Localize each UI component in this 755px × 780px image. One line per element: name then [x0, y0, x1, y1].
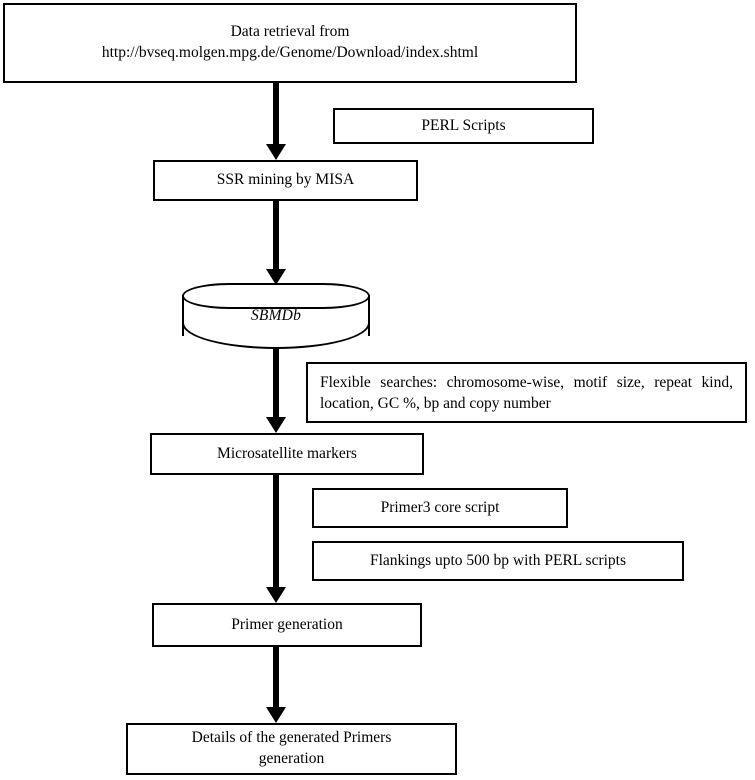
arrow-head	[266, 144, 286, 160]
arrow-head	[266, 269, 286, 285]
node-primer-generation: Primer generation	[152, 603, 422, 647]
arrow-shaft	[273, 83, 279, 144]
edge-ssr-mining-to-sbmdb	[256, 201, 296, 285]
arrow-head	[266, 417, 286, 433]
node-data-retrieval-line1: Data retrieval from	[230, 23, 350, 41]
node-ssr-mining: SSR mining by MISA	[153, 160, 418, 201]
node-data-retrieval-line2: http://bvseq.molgen.mpg.de/Genome/Downlo…	[101, 44, 479, 61]
arrow-shaft	[273, 201, 279, 269]
node-primer-details: Details of the generated Primers generat…	[126, 723, 457, 775]
arrow-shaft	[273, 475, 279, 587]
node-flankings: Flankings upto 500 bp with PERL scripts	[312, 541, 684, 581]
arrow-head	[266, 707, 286, 723]
edge-data-retrieval-to-ssr-mining	[256, 83, 296, 160]
node-sbmdb-label: SBMDb	[250, 307, 302, 324]
cylinder-top	[182, 283, 370, 309]
node-primer-details-line2: generation	[258, 750, 325, 767]
arrow-shaft	[273, 647, 279, 707]
node-microsatellite-markers: Microsatellite markers	[150, 433, 424, 475]
node-sbmdb-database: SBMDb	[182, 283, 370, 349]
arrow-shaft	[273, 349, 279, 417]
edge-microsatellite-markers-to-primer-generation	[256, 475, 296, 603]
node-flexible-searches-label: Flexible searches: chromosome-wise, moti…	[320, 374, 733, 412]
node-perl-scripts-label: PERL Scripts	[421, 116, 506, 134]
node-primer3-core-script: Primer3 core script	[312, 488, 568, 528]
edge-primer-generation-to-primer-details	[256, 647, 296, 723]
node-primer-generation-label: Primer generation	[231, 615, 343, 633]
node-flankings-label: Flankings upto 500 bp with PERL scripts	[369, 551, 627, 569]
node-data-retrieval: Data retrieval from http://bvseq.molgen.…	[3, 3, 577, 83]
node-ssr-mining-label: SSR mining by MISA	[216, 171, 355, 189]
node-perl-scripts: PERL Scripts	[333, 108, 594, 144]
node-microsatellite-markers-label: Microsatellite markers	[217, 444, 357, 462]
node-flexible-searches: Flexible searches: chromosome-wise, moti…	[306, 362, 747, 423]
node-primer-details-line1: Details of the generated Primers	[191, 729, 392, 747]
arrow-head	[266, 587, 286, 603]
edge-sbmdb-to-microsatellite-markers	[256, 349, 296, 433]
node-primer3-core-script-label: Primer3 core script	[380, 498, 500, 516]
